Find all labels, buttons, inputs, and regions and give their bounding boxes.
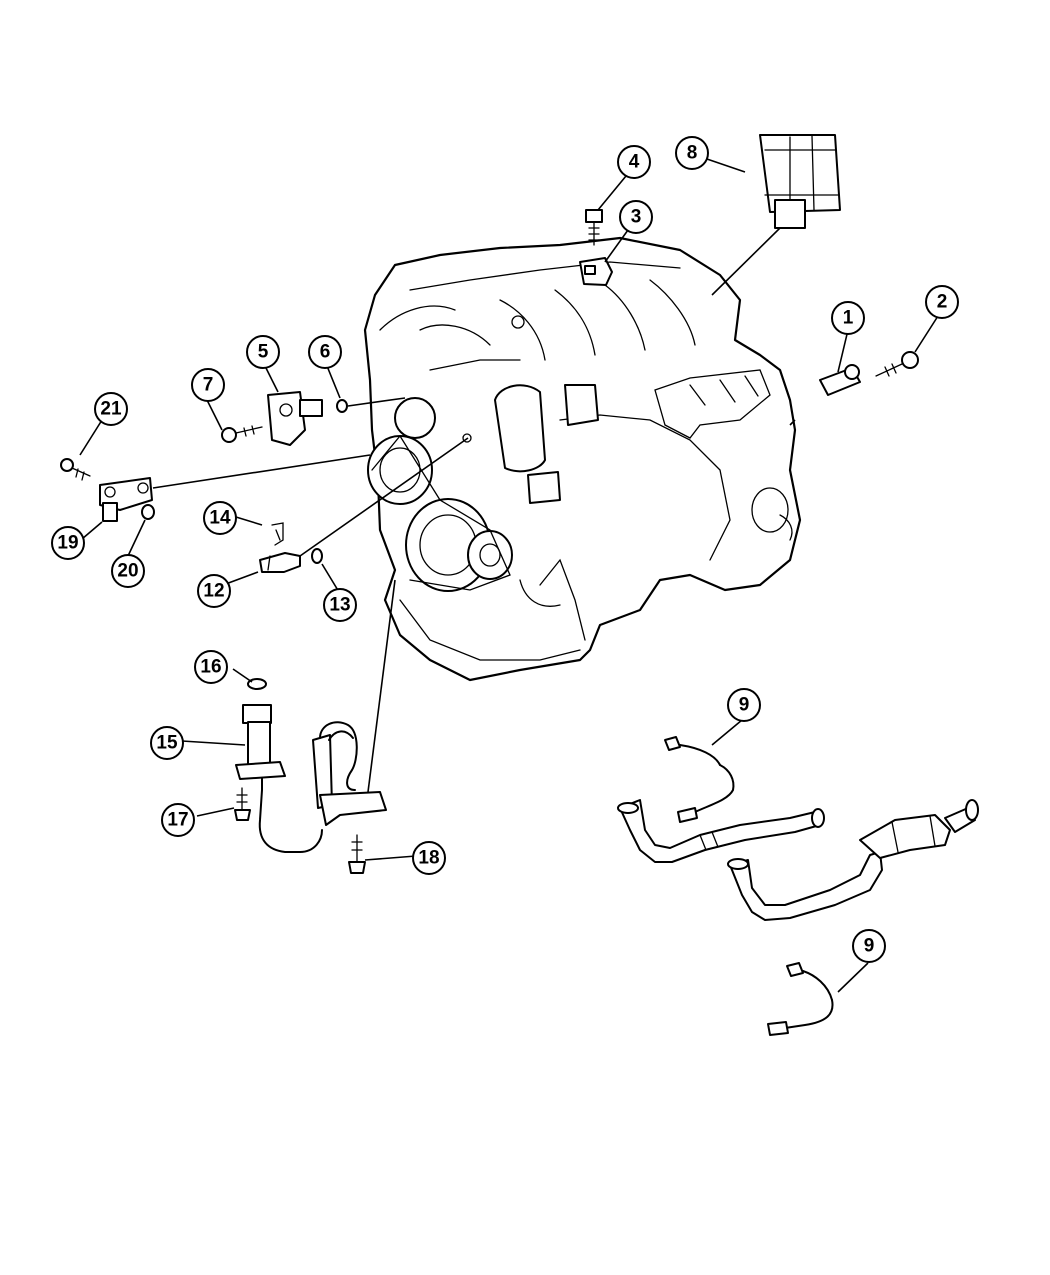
svg-text:9: 9 [739,695,750,716]
callout-12: 12 [197,574,231,608]
engine-assembly [363,236,802,682]
svg-text:14: 14 [209,508,231,529]
callout-19: 19 [51,526,85,560]
part-19-housing [99,477,153,522]
svg-text:5: 5 [258,342,269,363]
part-15-sensor [235,704,323,853]
callout-17: 17 [161,803,195,837]
svg-text:16: 16 [200,657,221,678]
svg-text:15: 15 [156,733,178,754]
callout-2: 2 [925,285,959,319]
callout-5: 5 [246,335,280,369]
callout-6: 6 [308,335,342,369]
svg-text:1: 1 [843,308,854,329]
svg-text:4: 4 [629,152,640,173]
svg-text:8: 8 [687,143,698,164]
callout-balloons: 1 2 3 4 5 6 7 8 [51,136,959,963]
callout-16: 16 [194,650,228,684]
part-17-bolt [234,787,251,821]
part-6-o-ring [336,399,348,413]
callout-1: 1 [831,301,865,335]
svg-text:18: 18 [418,848,439,869]
part-18-bolt [348,834,366,874]
sensor-harness [312,721,387,826]
exhaust-pipes [617,799,979,921]
svg-text:9: 9 [864,936,875,957]
part-12-sensor [259,552,301,573]
leader-lines [79,157,939,993]
part-20-o-ring [141,504,155,520]
part-9-o2-sensor-lower [767,962,834,1036]
part-5-sensor [267,391,323,446]
part-13-o-ring [311,548,323,564]
part-7-bolt [221,425,263,443]
callout-14: 14 [203,501,237,535]
callout-15: 15 [150,726,184,760]
part-1-sensor [819,364,861,396]
svg-text:19: 19 [57,533,78,554]
svg-text:7: 7 [203,375,214,396]
part-21-bolt [60,458,91,481]
callout-9-lower: 9 [852,929,886,963]
part-14-clip [271,522,284,546]
part-4-bolt [585,209,603,246]
svg-text:12: 12 [203,581,224,602]
svg-text:20: 20 [117,561,138,582]
part-9-o2-sensor-upper [664,736,735,823]
callout-13: 13 [323,588,357,622]
svg-text:2: 2 [937,292,948,313]
callout-8: 8 [675,136,709,170]
svg-text:6: 6 [320,342,331,363]
svg-text:13: 13 [329,595,350,616]
callout-4: 4 [617,145,651,179]
callout-20: 20 [111,554,145,588]
svg-text:21: 21 [100,399,122,420]
svg-text:17: 17 [167,810,188,831]
callout-21: 21 [94,392,128,426]
part-8-sensor-body [759,134,841,229]
callout-18: 18 [412,841,446,875]
part-16-o-ring [247,678,267,690]
callout-3: 3 [619,200,653,234]
callout-7: 7 [191,368,225,402]
part-3-sensor [579,257,613,286]
svg-text:3: 3 [631,207,642,228]
part-2-bolt [875,351,919,377]
callout-9-upper: 9 [727,688,761,722]
